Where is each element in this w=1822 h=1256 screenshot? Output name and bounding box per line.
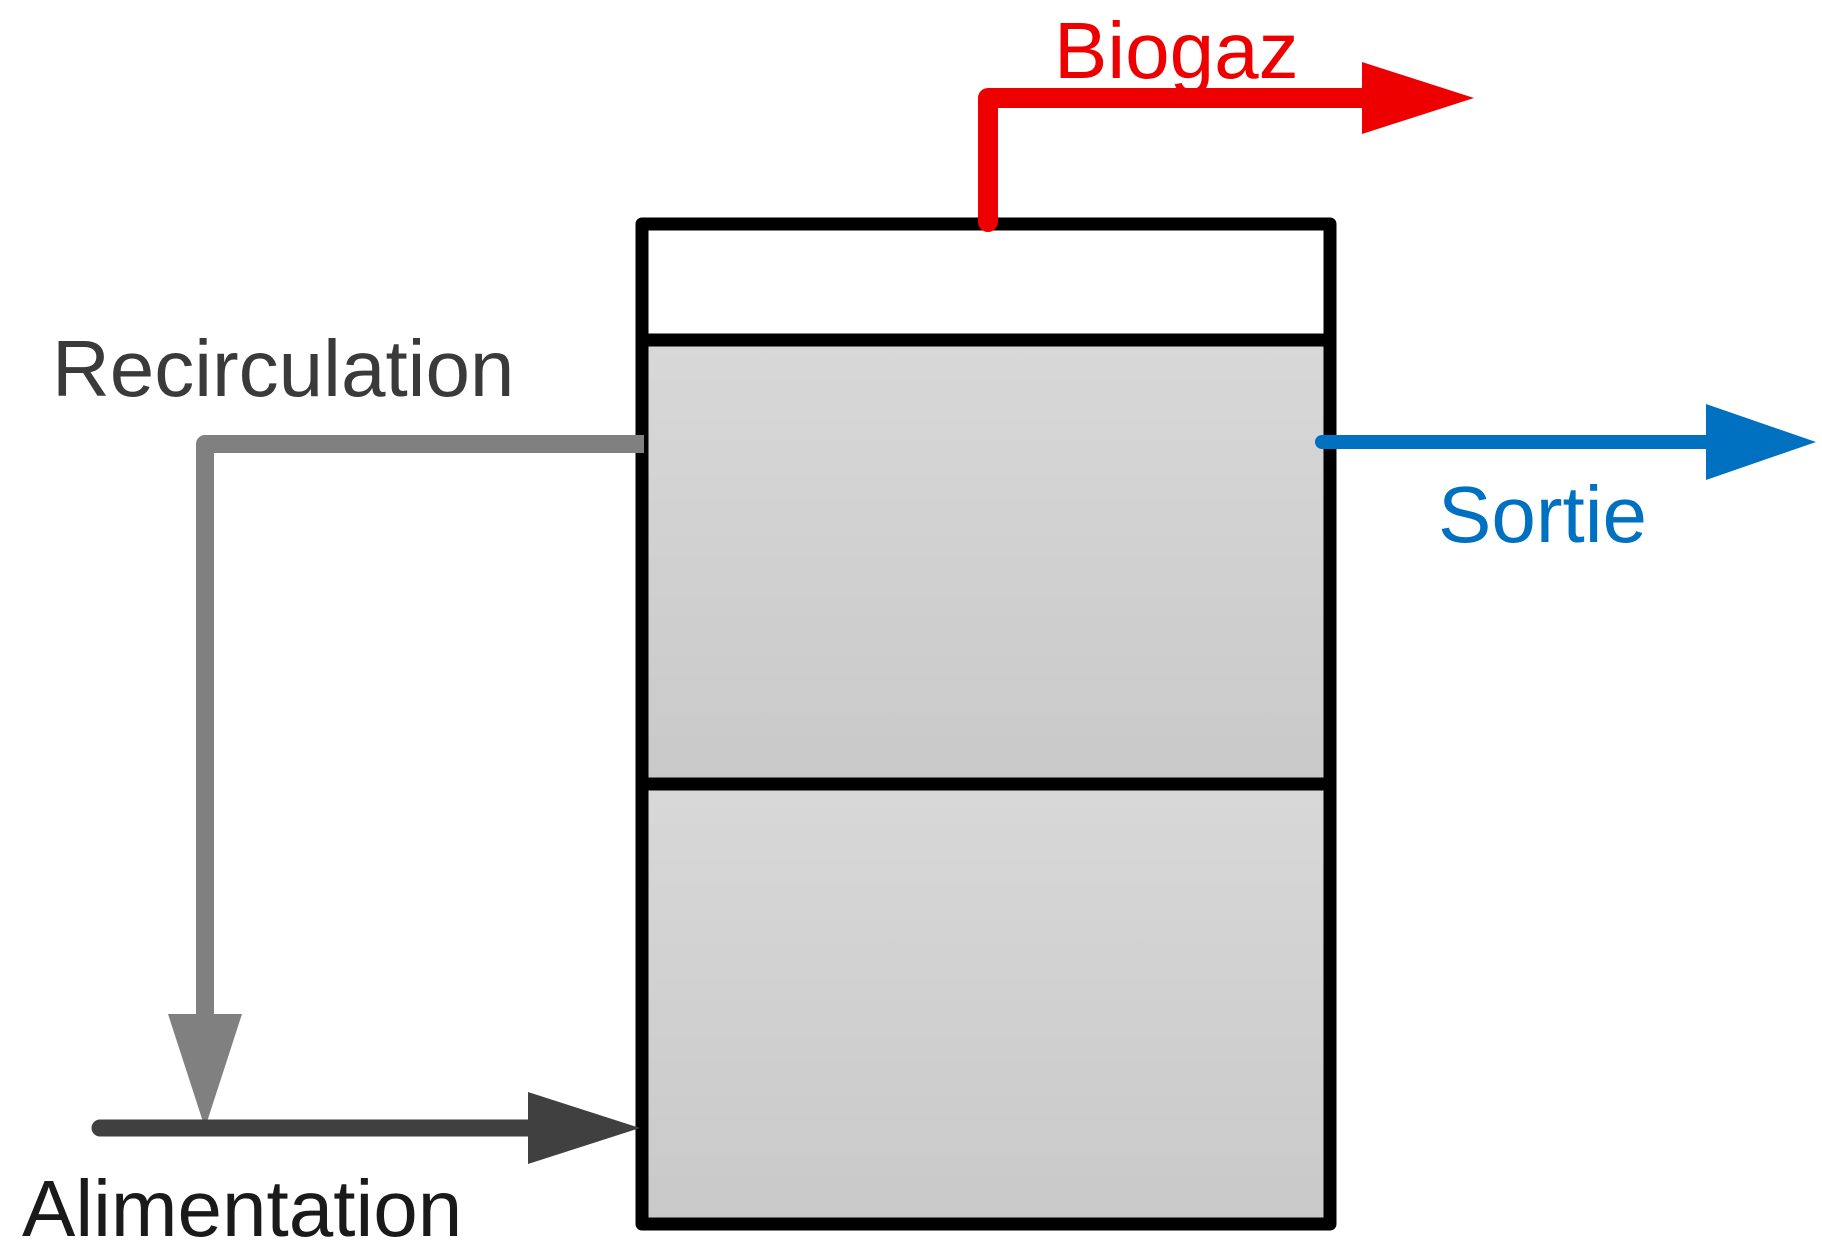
upper-liquid-zone [635,333,1337,791]
gas-headspace [635,217,1337,347]
outlet-arrowhead [1706,404,1816,480]
feed-label: Alimentation [22,1164,462,1253]
recirculation-label: Recirculation [52,324,514,413]
biogas-pipe [978,88,1380,232]
feed-flow [91,1092,640,1164]
reactor-tank [635,217,1337,1231]
feed-arrowhead [528,1092,640,1164]
lower-sludge-zone [635,777,1337,1231]
recirculation-arrowhead [168,1014,242,1128]
biogas-arrowhead [1362,62,1474,134]
biogas-label: Biogaz [1054,6,1299,95]
biogas-flow [978,62,1474,232]
outlet-label: Sortie [1438,470,1647,559]
recirculation-pipe [196,435,644,1030]
recirculation-flow [168,435,644,1128]
outlet-flow [1315,404,1816,480]
